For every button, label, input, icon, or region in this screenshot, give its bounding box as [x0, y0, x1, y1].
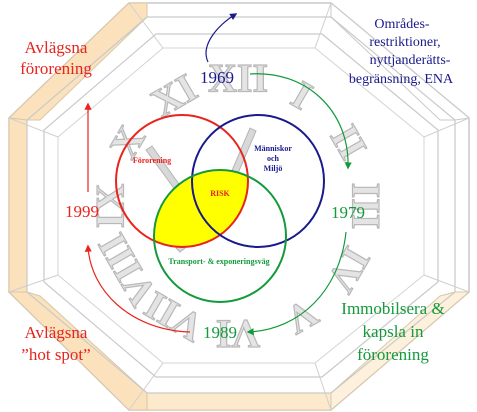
annotation-line: restriktioner,: [369, 35, 440, 50]
clock-numeral: III: [344, 183, 389, 230]
corner-panel-bottom-right: [330, 291, 471, 412]
clock-numeral: IX: [88, 184, 133, 229]
transport-label: Transport- & exponeringsväg: [168, 257, 269, 266]
people-label-line1: Människor: [254, 144, 292, 153]
venn-diagram: [115, 114, 325, 303]
annotation-line: begränsning, ENA: [349, 72, 454, 87]
left-panel: [8, 117, 28, 293]
year-1999: 1999: [65, 202, 99, 221]
timeline-arrows: [84, 13, 352, 336]
year-1969: 1969: [200, 68, 234, 87]
people-label-line2: och: [267, 154, 280, 163]
pollution-circle: [115, 114, 249, 248]
annotation-line: Områdes-: [374, 17, 430, 32]
arrow-1969-to-1979: [249, 73, 352, 170]
annotation-line: ”hot spot”: [21, 345, 90, 364]
people-label-line3: Miljö: [264, 164, 283, 173]
annotation-line: kapsla in: [363, 322, 424, 341]
arrow-1989-to-1999: [84, 244, 191, 333]
annotation-line: Avlägsna: [25, 323, 88, 342]
annotation-bottom-right: Immobilsera & kapsla in förorening: [341, 299, 444, 364]
annotation-bottom-left: Avlägsna ”hot spot”: [21, 323, 90, 364]
annotation-line: Immobilsera &: [341, 299, 444, 318]
annotation-line: förorening: [357, 345, 429, 364]
arrow-1969-to-top: [205, 13, 238, 63]
pollution-label: Förorening: [133, 156, 171, 165]
year-1989: 1989: [203, 323, 237, 342]
annotation-line: förorening: [20, 59, 92, 78]
clock-numeral: XII: [208, 56, 268, 101]
corner-panel-top-right: [330, 1, 471, 121]
transport-exposure-circle: [153, 169, 287, 303]
people-environment-circle: [191, 114, 325, 248]
annotation-line: Avlägsna: [25, 38, 88, 57]
annotation-line: nyttjanderätts-: [370, 53, 451, 68]
arrow-1979-to-1989: [246, 231, 347, 336]
annotation-top-left: Avlägsna förorening: [20, 38, 92, 78]
risk-label: RISK: [210, 189, 230, 198]
year-1979: 1979: [331, 203, 365, 222]
bottom-panel: [146, 392, 332, 411]
annotation-top-right: Områdes- restriktioner, nyttjanderätts- …: [349, 17, 454, 87]
